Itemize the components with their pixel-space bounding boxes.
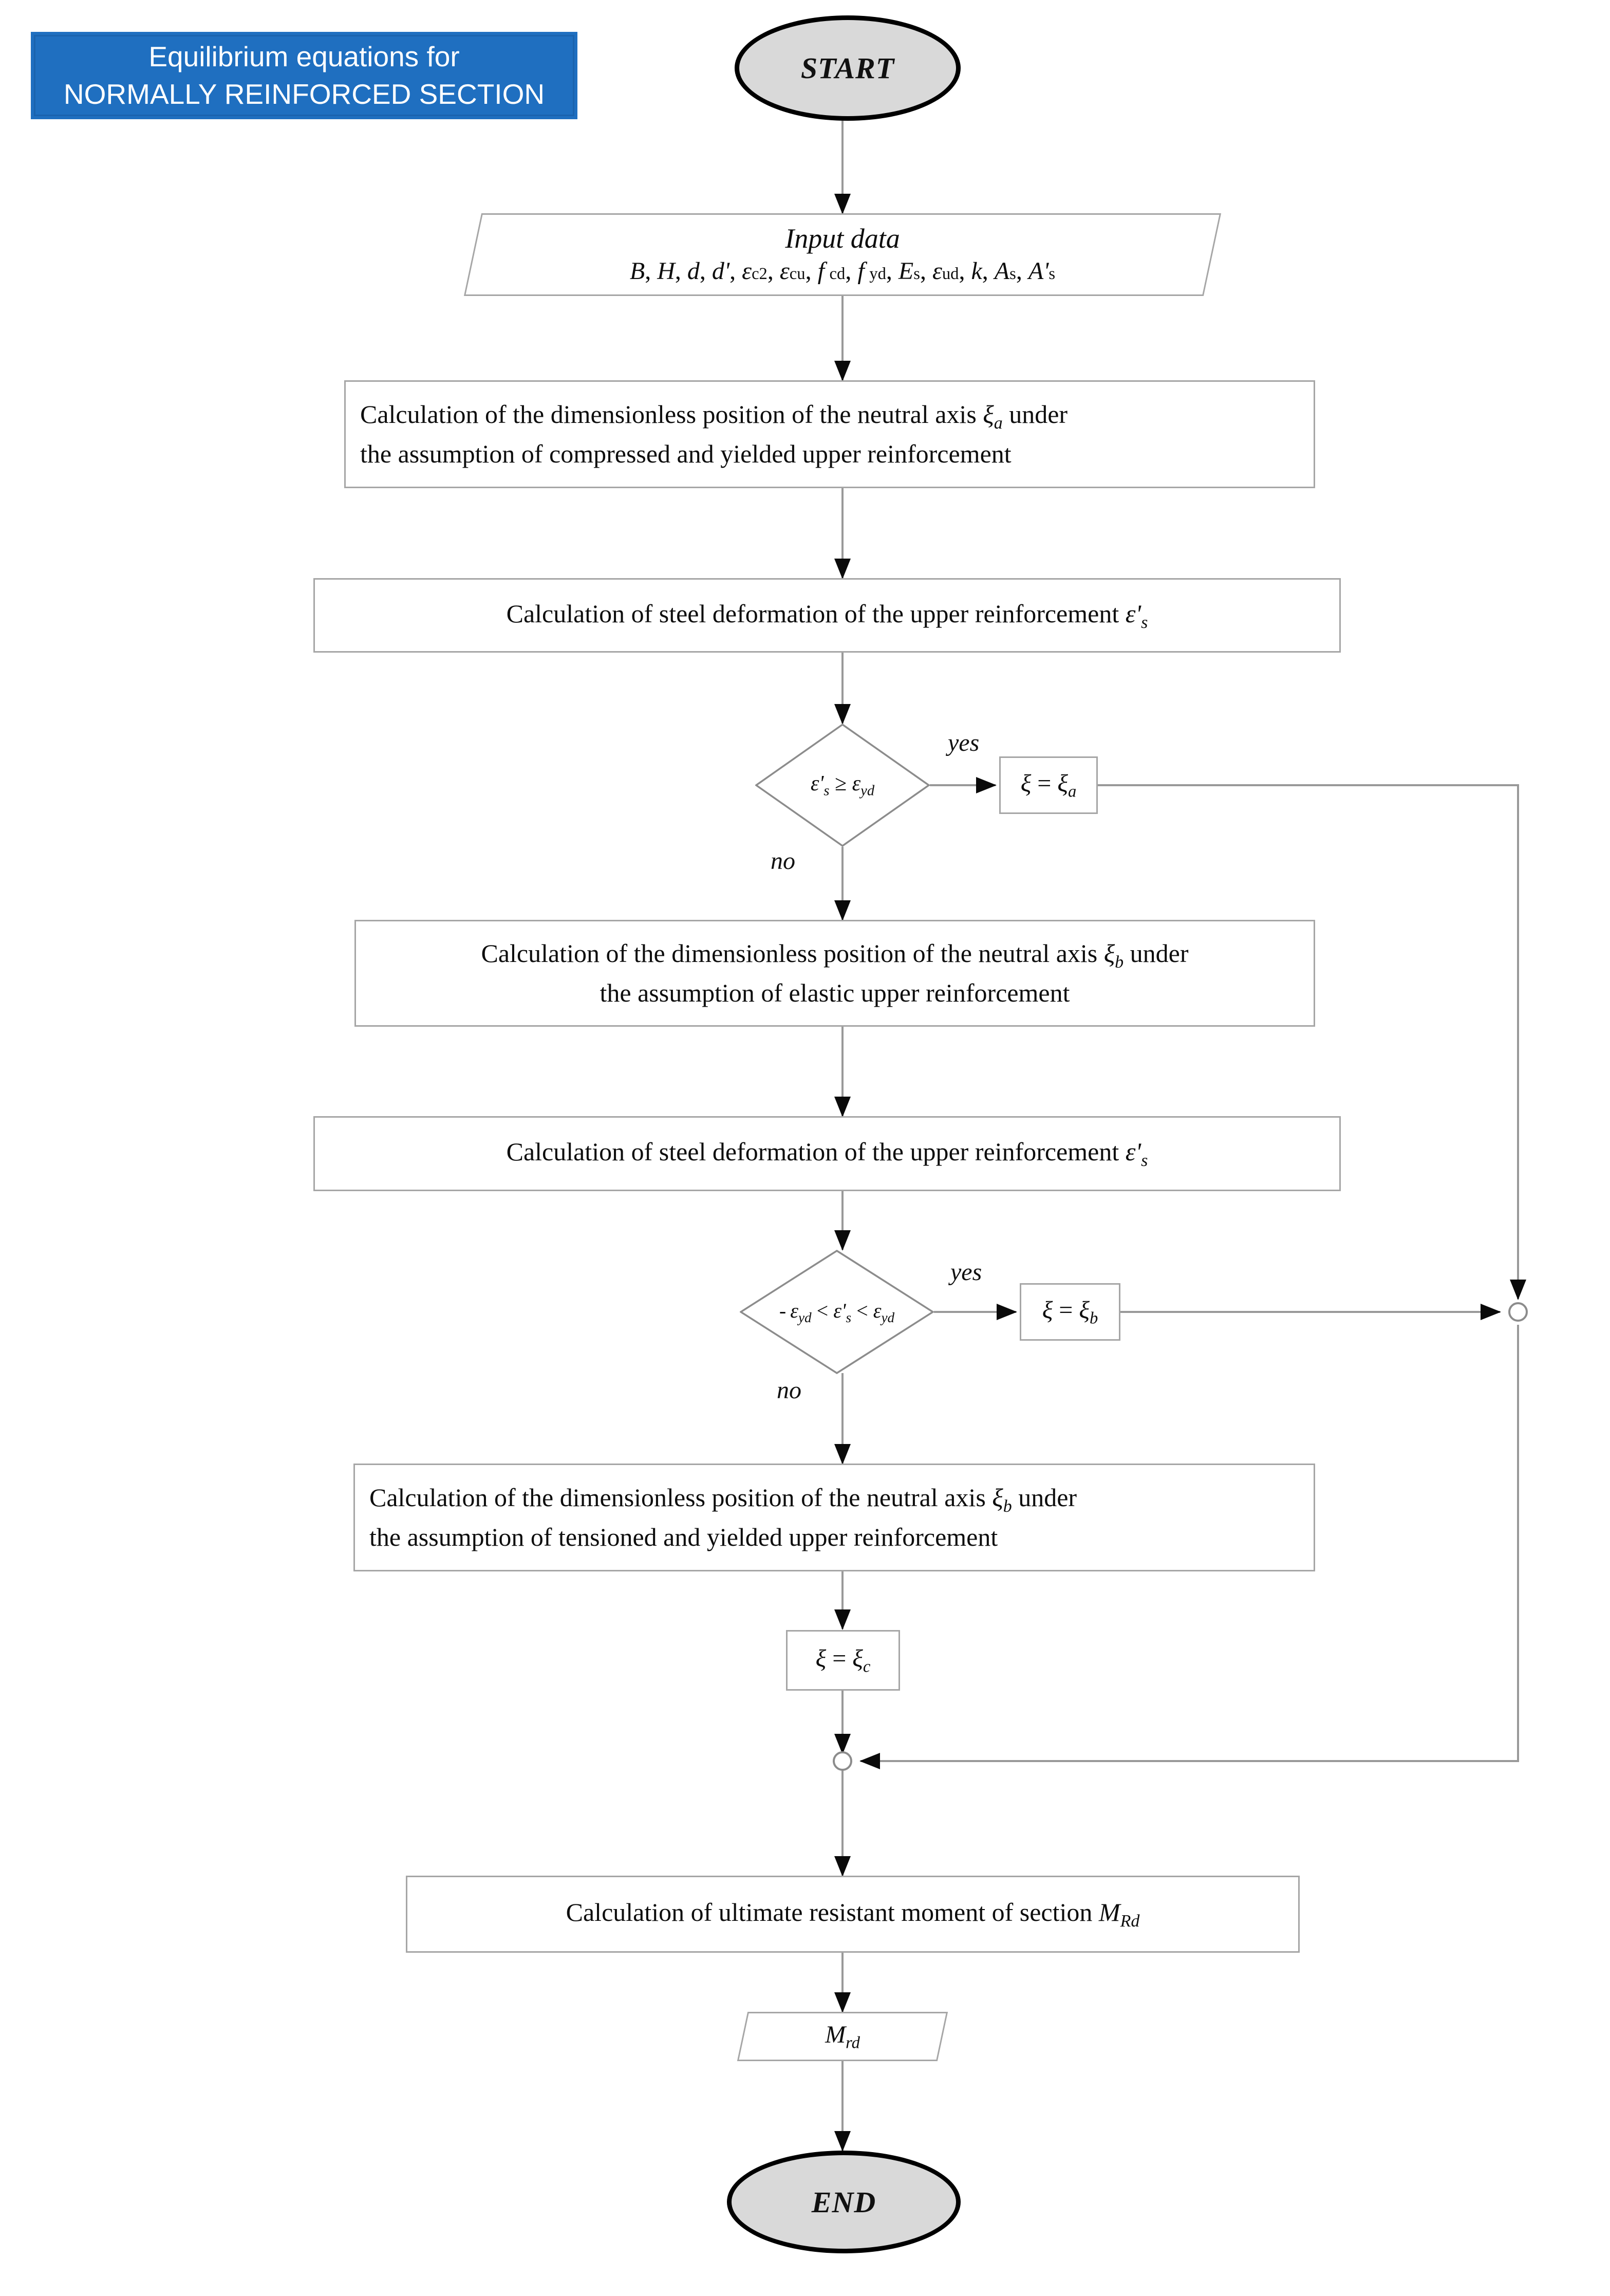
banner-line-2: NORMALLY REINFORCED SECTION: [63, 78, 545, 110]
assign-xi-a-text: ξ = ξa: [1020, 769, 1077, 801]
process-calc-xi-a-text: Calculation of the dimensionless positio…: [360, 399, 1068, 469]
edge-label-yes-2: yes: [950, 1258, 982, 1286]
process-calc-eps-upper-2-text: Calculation of steel deformation of the …: [506, 1137, 1148, 1171]
process-calc-mrd-text: Calculation of ultimate resistant moment…: [566, 1898, 1140, 1931]
edge-label-no-2: no: [777, 1377, 801, 1404]
decision-diamond-2-shape: [740, 1250, 934, 1374]
assign-xi-b-text: ξ = ξb: [1042, 1296, 1098, 1328]
end-label: END: [811, 2185, 876, 2219]
decision-diamond-1-shape: [755, 724, 930, 847]
edge-label-yes-1: yes: [948, 729, 980, 756]
start-terminator[interactable]: START: [735, 15, 961, 121]
process-calc-eps-upper-1-text: Calculation of steel deformation of the …: [506, 599, 1148, 632]
decision-eps-yield-1-label: ε's ≥ εyd: [810, 771, 875, 799]
title-banner: Equilibrium equations for NORMALLY REINF…: [31, 32, 577, 119]
junction-node-merge: [833, 1751, 852, 1771]
decision-eps-yield-2-label: - εyd < ε's < εyd: [779, 1299, 895, 1325]
edge-label-no-1: no: [771, 847, 795, 875]
decision-eps-yield-1[interactable]: ε's ≥ εyd: [755, 724, 930, 847]
process-calc-xi-b-elastic[interactable]: Calculation of the dimensionless positio…: [354, 920, 1315, 1027]
banner-line-1: Equilibrium equations for: [148, 41, 460, 73]
input-data-variables: B, H, d, d', εc2, εcu, f cd, f yd, Es, ε…: [629, 257, 1056, 285]
process-calc-mrd[interactable]: Calculation of ultimate resistant moment…: [406, 1876, 1300, 1953]
process-calc-xi-a[interactable]: Calculation of the dimensionless positio…: [344, 380, 1315, 488]
process-calc-eps-upper-2[interactable]: Calculation of steel deformation of the …: [313, 1116, 1341, 1191]
process-calc-xi-c-tensioned[interactable]: Calculation of the dimensionless positio…: [353, 1464, 1315, 1571]
process-calc-eps-upper-1[interactable]: Calculation of steel deformation of the …: [313, 578, 1341, 653]
process-calc-xi-b-elastic-text: Calculation of the dimensionless positio…: [481, 938, 1189, 1008]
assign-xi-c-text: ξ = ξc: [815, 1644, 871, 1676]
output-mrd-text: Mrd: [825, 2021, 860, 2052]
process-calc-xi-c-tensioned-text: Calculation of the dimensionless positio…: [369, 1483, 1077, 1552]
assign-xi-a[interactable]: ξ = ξa: [999, 756, 1098, 814]
assign-xi-c[interactable]: ξ = ξc: [786, 1630, 900, 1691]
end-terminator[interactable]: END: [727, 2151, 961, 2253]
assign-xi-b[interactable]: ξ = ξb: [1020, 1283, 1120, 1341]
junction-node-right: [1508, 1302, 1528, 1322]
start-label: START: [800, 51, 895, 85]
output-mrd-node[interactable]: Mrd: [737, 2012, 948, 2061]
decision-eps-yield-2[interactable]: - εyd < ε's < εyd: [740, 1250, 934, 1374]
input-data-title: Input data: [785, 223, 900, 254]
input-data-node[interactable]: Input data B, H, d, d', εc2, εcu, f cd, …: [463, 213, 1222, 296]
